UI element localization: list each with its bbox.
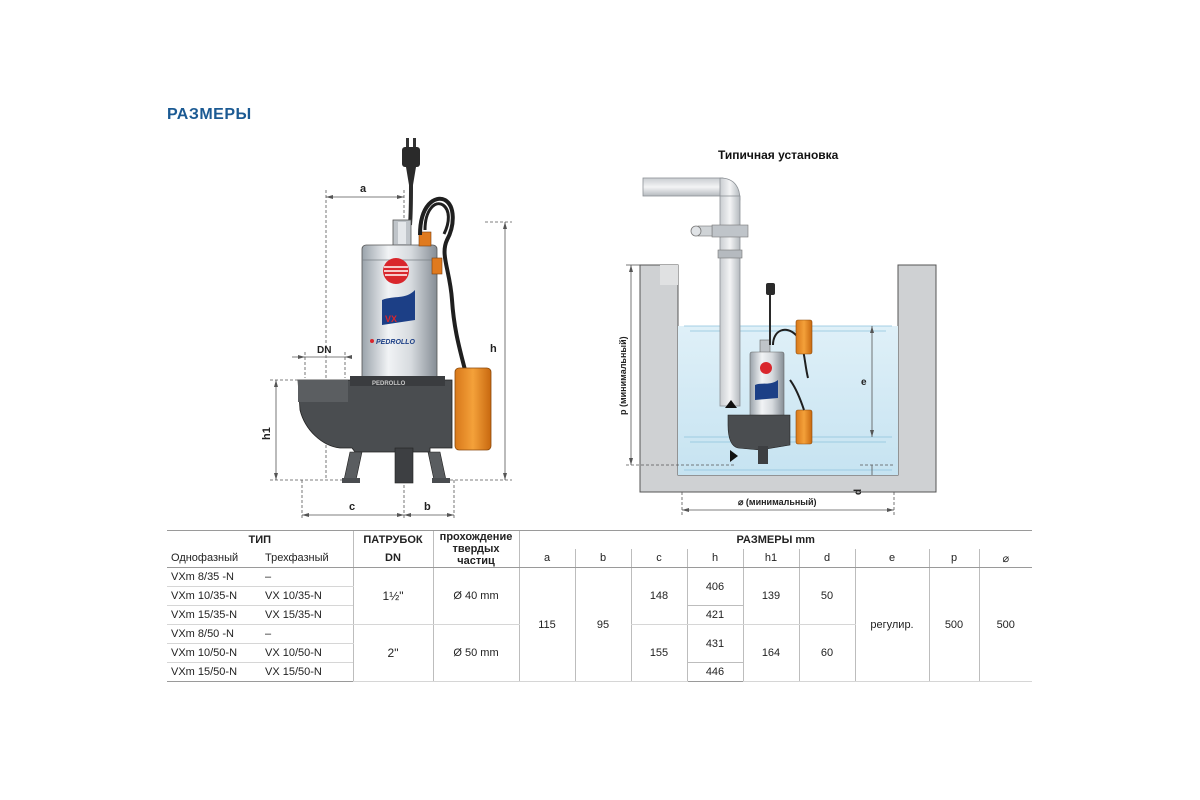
- cell-h1-1: 139: [742, 567, 799, 625]
- dim-label-h: h: [490, 343, 497, 355]
- cell-h-1: 406: [686, 567, 743, 606]
- dim-label-e: e: [861, 377, 867, 388]
- dim-d: [860, 464, 895, 475]
- col-header-d: d: [798, 549, 855, 568]
- dim-e: [870, 326, 874, 437]
- installation-title: Типичная установка: [718, 148, 839, 162]
- header-single-phase: Однофазный: [167, 549, 261, 568]
- float-switch: [418, 196, 492, 451]
- installation-drawing: p (минимальный) e d ⌀ (минимальный): [618, 177, 937, 516]
- cell-h1-2: 164: [742, 624, 799, 682]
- dim-width: [681, 492, 895, 516]
- cell-h-3: 431: [686, 624, 743, 663]
- dim-dn: [292, 352, 352, 378]
- dim-label-p: p (минимальный): [618, 336, 628, 415]
- table-row: VXm 10/50-N VX 10/50-N: [167, 643, 1032, 663]
- power-plug-icon: [402, 138, 420, 226]
- dim-h: [445, 221, 512, 481]
- col-header-h: h: [686, 549, 743, 568]
- table-row: VXm 8/35 -N – 1½" Ø 40 mm 115 95 148 406…: [167, 567, 1032, 682]
- installed-pump: [725, 283, 813, 464]
- header-port: ПАТРУБОК: [352, 530, 433, 549]
- page-title: РАЗМЕРЫ: [167, 106, 252, 123]
- table-row: VXm 8/50 -N – 2" Ø 50 mm 155 431 164 60: [167, 624, 1032, 682]
- col-header-c: c: [630, 549, 687, 568]
- cell-d-2: 60: [798, 624, 855, 682]
- svg-text:PEDROLLO: PEDROLLO: [372, 381, 406, 387]
- header-type: ТИП: [167, 530, 353, 549]
- header-dims: РАЗМЕРЫ mm: [518, 530, 1032, 549]
- dim-label-b: b: [424, 501, 431, 513]
- col-header-o: ⌀: [978, 549, 1032, 568]
- dim-label-h1: h1: [261, 427, 273, 440]
- cell-c-1: 148: [630, 567, 687, 625]
- header-port-dn: DN: [352, 549, 433, 568]
- cell-h-4: 446: [686, 662, 743, 682]
- cell-passage-1: Ø 40 mm: [432, 567, 519, 625]
- table-row: VXm 15/35-N VX 15/35-N 421: [167, 605, 1032, 625]
- dim-label-c: c: [349, 501, 355, 513]
- table-row: VXm 15/50-N VX 15/50-N 446: [167, 662, 1032, 682]
- cell-passage-2: Ø 50 mm: [432, 624, 519, 682]
- technical-drawings: a h h1 DN: [261, 138, 937, 520]
- discharge-pipe: [642, 177, 749, 407]
- brand-text: PEDROLLO: [376, 339, 415, 346]
- dim-label-d: d: [853, 489, 864, 495]
- col-header-p: p: [928, 549, 979, 568]
- dim-p: [626, 264, 735, 466]
- col-header-a: a: [518, 549, 575, 568]
- pump-body: VX PEDROLLO: [361, 219, 443, 381]
- pump-drawing: a h h1 DN: [261, 138, 512, 520]
- cell-o: 500: [978, 567, 1032, 682]
- dim-h1: [270, 379, 350, 481]
- water-level: [678, 326, 898, 475]
- dim-label-width: ⌀ (минимальный): [738, 497, 817, 507]
- cell-dn-1: 1½": [352, 567, 433, 625]
- svg-text:VX: VX: [385, 314, 397, 324]
- cell-a: 115: [518, 567, 575, 682]
- pump-volute: PEDROLLO: [297, 376, 453, 484]
- table-row: VXm 10/35-N VX 10/35-N: [167, 586, 1032, 606]
- col-header-e: e: [854, 549, 929, 568]
- dim-label-dn: DN: [317, 345, 331, 356]
- cell-c-2: 155: [630, 624, 687, 682]
- cell-h-2: 421: [686, 605, 743, 625]
- col-header-b: b: [574, 549, 631, 568]
- col-header-h1: h1: [742, 549, 799, 568]
- flow-arrow-right-icon: [730, 450, 738, 462]
- dim-c-b: [301, 480, 455, 520]
- cell-dn-2: 2": [352, 624, 433, 682]
- header-three-phase: Трехфазный: [261, 549, 353, 568]
- cell-e: регулир.: [854, 567, 929, 682]
- cell-b: 95: [574, 567, 631, 682]
- flow-arrow-up-icon: [725, 400, 737, 408]
- dim-label-a: a: [360, 183, 367, 195]
- cell-d-1: 50: [798, 567, 855, 625]
- cell-p: 500: [928, 567, 979, 682]
